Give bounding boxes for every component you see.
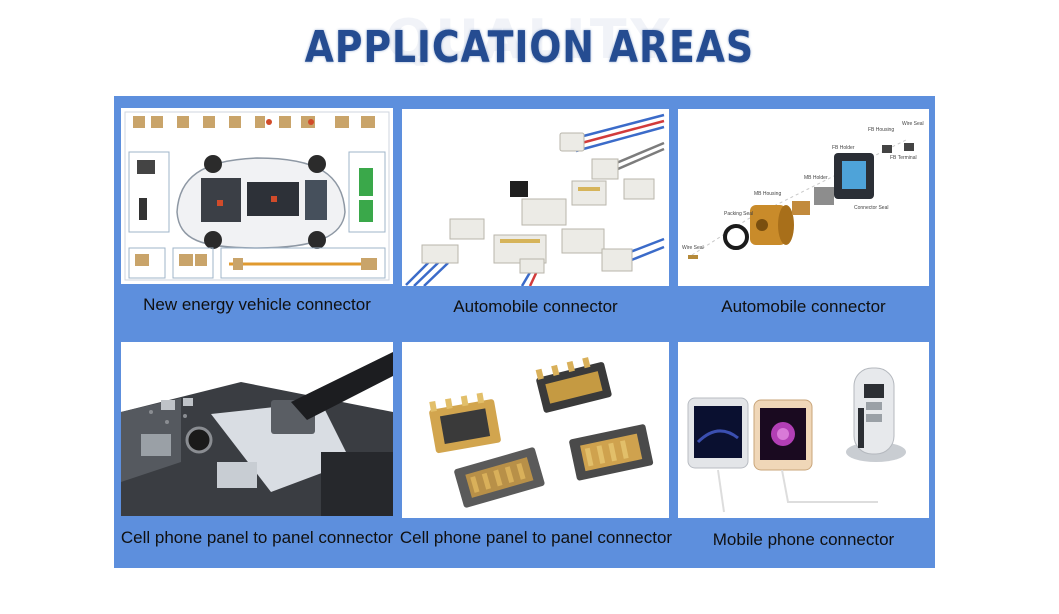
board-to-board-connector-icon — [402, 342, 669, 518]
tile-caption: Cell phone panel to panel connector — [399, 528, 673, 547]
tile-caption: Automobile connector — [453, 297, 618, 316]
svg-text:Wire Seal: Wire Seal — [682, 245, 704, 251]
svg-text:FB Terminal: FB Terminal — [890, 155, 917, 161]
phones-charging-dock-icon — [678, 342, 929, 518]
svg-text:MB Holder: MB Holder — [804, 175, 828, 181]
tile-caption: Mobile phone connector — [712, 530, 895, 549]
application-grid: New energy vehicle connector — [114, 96, 935, 568]
tile-caption: Automobile connector — [721, 297, 886, 316]
svg-text:Packing Seal: Packing Seal — [724, 211, 753, 217]
wire-harness-connectors-icon — [402, 109, 669, 286]
svg-text:FB Housing: FB Housing — [868, 127, 894, 133]
tile-caption: New energy vehicle connector — [143, 295, 371, 314]
phone-board-icon — [121, 342, 393, 516]
title-area: QUALITY APPLICATION AREAS — [0, 8, 1059, 92]
tile-caption: Cell phone panel to panel connector — [120, 528, 394, 547]
title-watermark: QUALITY — [385, 8, 674, 71]
svg-text:Wire Seal: Wire Seal — [902, 121, 924, 127]
svg-text:FB Holder: FB Holder — [832, 145, 855, 151]
svg-text:Connector Seal: Connector Seal — [854, 205, 888, 211]
page-title: APPLICATION AREAS — [304, 22, 755, 73]
svg-text:MB Housing: MB Housing — [754, 191, 781, 197]
exploded-connector-icon: Wire Seal Packing Seal MB Housing MB Hol… — [678, 109, 929, 286]
ev-car-diagram-icon — [121, 108, 393, 284]
